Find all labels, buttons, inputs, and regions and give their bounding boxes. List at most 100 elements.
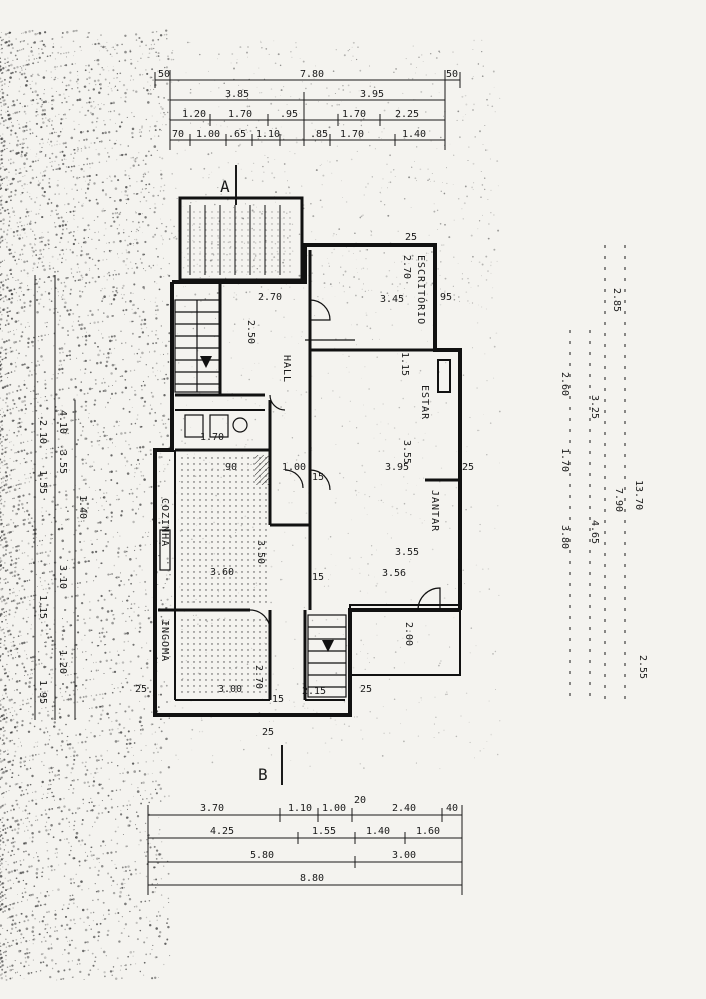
- dim-label: 2.70: [253, 665, 264, 689]
- dim-label: 90: [225, 462, 237, 473]
- dim-label: 2.70: [258, 292, 282, 303]
- dim-label: 1.70: [228, 109, 252, 120]
- dim-label: 2.50: [245, 320, 256, 344]
- dim-label: 1.95: [37, 680, 48, 704]
- dim-label: 2.40: [392, 803, 416, 814]
- room-label-jantar: JANTAR: [429, 490, 440, 532]
- dim-label: 7.90: [613, 488, 624, 512]
- section-label-a: A: [220, 177, 230, 196]
- dim-label: 4.65: [589, 520, 600, 544]
- door-swings: [249, 299, 441, 631]
- dim-label: 3.00: [392, 850, 416, 861]
- section-label-b: B: [258, 765, 268, 784]
- fireplace: [437, 359, 451, 393]
- dim-label: 13.70: [633, 480, 644, 510]
- dim-label: 2.15: [302, 686, 326, 697]
- floor-finishes: [178, 210, 295, 697]
- dim-label: 1.70: [342, 109, 366, 120]
- top-dimension-chain: [154, 70, 461, 150]
- dim-label: 2.00: [403, 622, 414, 646]
- room-label-ingoma: INGOMA: [159, 620, 170, 662]
- dim-label: 3.60: [210, 567, 234, 578]
- dim-label: 15: [272, 694, 284, 705]
- dim-label: 2.25: [395, 109, 419, 120]
- right-dimension-chain: [569, 245, 626, 700]
- dim-label: 50: [446, 69, 458, 80]
- dim-label: 7.80: [300, 69, 324, 80]
- dim-label: 1.10: [256, 129, 280, 140]
- top-dimension-labels: 50 7.80 50 3.85 3.95 1.20 1.70 .95 1.70 …: [158, 69, 458, 140]
- dim-label: 4.25: [210, 826, 234, 837]
- dim-label: 1.70: [340, 129, 364, 140]
- floor-plan-walls: [153, 196, 462, 717]
- dim-label: 25: [462, 462, 474, 473]
- dim-label: 3.70: [200, 803, 224, 814]
- room-label-escritorio: ESCRITÓRIO: [415, 255, 428, 325]
- dim-label: 70: [172, 129, 184, 140]
- dim-label: 2.70: [401, 255, 412, 279]
- dim-label: 1.20: [182, 109, 206, 120]
- dim-label: 1.60: [416, 826, 440, 837]
- bottom-dimension-labels: 3.70 1.10 1.00 20 2.40 40 4.25 1.55 1.40…: [200, 795, 458, 884]
- dim-label: 15: [312, 472, 324, 483]
- dim-label: 25: [262, 727, 274, 738]
- left-dimension-labels: 4.10 3.55 1.40 2.10 1.55 3.10 1.15 1.20 …: [37, 410, 88, 704]
- left-dimension-chain: [34, 275, 76, 720]
- dim-label: 3.55: [395, 547, 419, 558]
- dim-label: 1.55: [37, 470, 48, 494]
- dim-label: 40: [446, 803, 458, 814]
- dim-label: 1.70: [559, 448, 570, 472]
- interior-dimensions: 2.70 3.45 95 25 2.70 2.50 1.70 90 1.00 1…: [135, 232, 474, 738]
- dim-label: 1.40: [366, 826, 390, 837]
- dim-label: 1.20: [57, 650, 68, 674]
- room-label-hall: HALL: [281, 355, 292, 383]
- dim-label: 1.15: [37, 595, 48, 619]
- dim-label: 25: [405, 232, 417, 243]
- dim-label: 3.10: [57, 565, 68, 589]
- room-label-estar: ESTAR: [419, 385, 430, 420]
- dim-label: 1.10: [288, 803, 312, 814]
- dim-label: 3.55: [57, 450, 68, 474]
- stair-direction-arrow-icon: [322, 640, 334, 652]
- dim-label: 4.10: [57, 410, 68, 434]
- dim-label: 1.55: [312, 826, 336, 837]
- staircase: [174, 299, 221, 393]
- dim-label: 2.55: [637, 655, 648, 679]
- staircase-lower: [307, 614, 347, 698]
- dim-label: 95: [440, 292, 452, 303]
- room-labels: ESCRITÓRIO HALL ESTAR JANTAR COZINHA ING…: [159, 255, 440, 662]
- entrance-steps: [189, 205, 281, 275]
- dim-label: 25: [360, 684, 372, 695]
- dim-label: 3.25: [589, 395, 600, 419]
- scan-noise: [0, 29, 501, 981]
- dim-label: 1.00: [282, 462, 306, 473]
- dim-label: 20: [354, 795, 366, 806]
- dim-label: 2.10: [37, 420, 48, 444]
- dim-label: 3.00: [218, 684, 242, 695]
- dim-label: 1.00: [322, 803, 346, 814]
- dim-label: .85: [310, 129, 328, 140]
- dim-label: 3.95: [360, 89, 384, 100]
- dim-label: 2.85: [611, 288, 622, 312]
- dim-label: 1.70: [200, 432, 224, 443]
- dim-label: 3.55: [401, 440, 412, 464]
- dim-label: 25: [135, 684, 147, 695]
- dim-label: 1.00: [196, 129, 220, 140]
- right-dimension-labels: 13.70 2.85 2.60 3.25 1.70 7.90 4.65 3.80…: [559, 288, 648, 679]
- dim-label: 3.50: [255, 540, 266, 564]
- dim-label: .95: [280, 109, 298, 120]
- bottom-dimension-chain: [147, 805, 463, 895]
- dim-label: .65: [228, 129, 246, 140]
- dim-label: 8.80: [300, 873, 324, 884]
- dim-label: 1.40: [77, 495, 88, 519]
- dim-label: 3.85: [225, 89, 249, 100]
- dim-label: 1.40: [402, 129, 426, 140]
- dim-label: 3.95: [385, 462, 409, 473]
- dim-label: 15: [312, 572, 324, 583]
- dim-label: 2.60: [559, 372, 570, 396]
- section-marker-b: B: [258, 745, 283, 785]
- dim-label: 3.80: [559, 525, 570, 549]
- bathroom-fixtures: [159, 414, 248, 571]
